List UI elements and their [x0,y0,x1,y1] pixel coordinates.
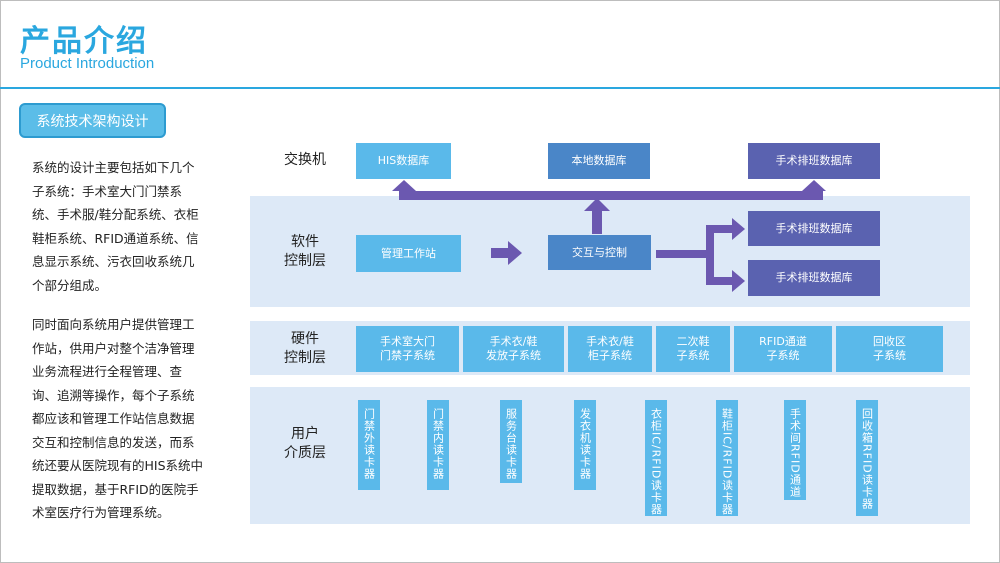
arrow-right-schedule-1 [732,218,745,240]
his-database-box: HIS数据库 [356,143,451,179]
hardware-box-garment-dispense: 手术衣/鞋 发放子系统 [463,326,564,372]
hardware-box-garment-cabinet: 手术衣/鞋 柜子系统 [568,326,652,372]
schedule-database-box-2: 手术排班数据库 [748,260,880,296]
arrow-up-his [392,180,416,191]
user-box-dispenser-reader: 发衣机读卡器 [574,400,596,490]
hardware-box-door-access: 手术室大门 门禁子系统 [356,326,459,372]
user-box-or-rfid-channel: 手术间RFID通道 [784,400,806,500]
description-paragraph-2: 同时面向系统用户提供管理工作站，供用户对整个洁净管理业务流程进行全程管理、查询、… [32,317,204,520]
user-box-inner-door-reader: 门禁内读卡器 [427,400,449,490]
description-paragraph-1: 系统的设计主要包括如下几个子系统：手术室大门门禁系统、手术服/鞋分配系统、衣柜鞋… [32,160,199,293]
arrow-right-schedule-2 [732,270,745,292]
hardware-box-recycle-area: 回收区 子系统 [836,326,943,372]
user-box-service-desk-reader: 服务台读卡器 [500,400,522,483]
section-button[interactable]: 系统技术架构设计 [19,103,166,138]
page-subtitle: Product Introduction [20,55,155,72]
arrow-up-local-db [584,198,610,211]
layer-label-software: 软件 控制层 [284,234,326,269]
arrow-up-schedule [802,180,826,191]
layer-label-hardware: 硬件 控制层 [284,331,326,366]
distribution-bar [399,191,823,200]
user-box-recycle-bin-reader: 回收箱RFID读卡器 [856,400,878,516]
schedule-database-box-1: 手术排班数据库 [748,211,880,246]
user-box-wardrobe-reader: 衣柜IC/RFID读卡器 [645,400,667,516]
page-title: 产品介绍 [20,24,148,59]
interaction-control-box: 交互与控制 [548,235,651,270]
user-box-shoe-cabinet-reader: 鞋柜IC/RFID读卡器 [716,400,738,516]
local-database-box: 本地数据库 [548,143,650,179]
arrow-right-interaction [508,241,522,265]
management-workstation-box: 管理工作站 [356,235,461,272]
layer-label-user: 用户 介质层 [284,426,326,461]
user-box-outer-door-reader: 门禁外读卡器 [358,400,380,490]
layer-label-switch: 交换机 [284,152,326,168]
hardware-box-secondary-shoe: 二次鞋 子系统 [656,326,730,372]
hardware-box-rfid-channel: RFID通道 子系统 [734,326,832,372]
schedule-database-box: 手术排班数据库 [748,143,880,179]
header-divider [0,87,1000,89]
